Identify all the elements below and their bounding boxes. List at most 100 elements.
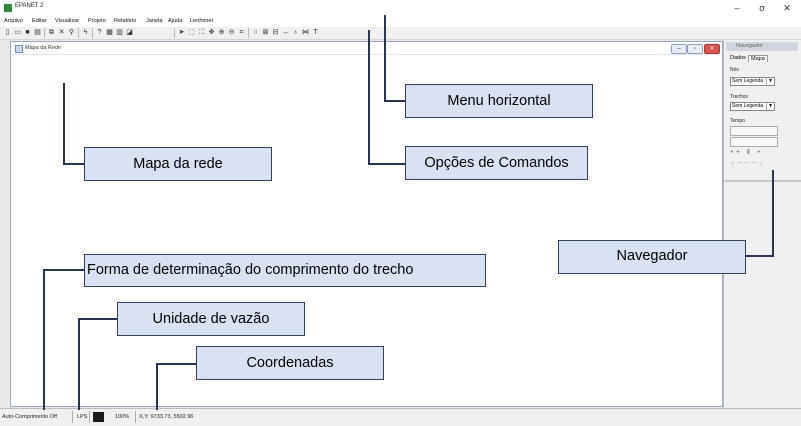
add-tank-icon[interactable]: ⊟: [272, 29, 279, 36]
flow-units-status: LPS: [77, 414, 88, 420]
callout-coordenadas: Coordenadas: [196, 346, 384, 380]
nos-legend-value: Sem Legenda: [732, 78, 764, 84]
save-icon[interactable]: ■: [25, 29, 30, 36]
chevron-down-icon[interactable]: ▼: [766, 103, 774, 110]
add-junction-icon[interactable]: ○: [253, 29, 258, 36]
menu-visualizar[interactable]: Visualizar: [55, 18, 80, 24]
leader-line-coordenadas: [156, 364, 158, 410]
toolbar-separator: [78, 28, 79, 38]
auto-length-status[interactable]: Auto-Comprimento Off: [2, 414, 57, 420]
graph-icon[interactable]: ▦: [106, 29, 113, 36]
zoom-out-icon[interactable]: ⊖: [228, 29, 235, 36]
status-bar: Auto-Comprimento Off LPS 100% X,Y: 9733.…: [0, 408, 801, 426]
panel-divider: [724, 180, 801, 182]
map-maximize-icon[interactable]: ▫: [687, 44, 703, 54]
map-minimize-icon[interactable]: –: [671, 44, 687, 54]
callout-menu-horizontal: Menu horizontal: [405, 84, 593, 118]
leader-line-navegador: [745, 255, 774, 257]
coordinates-status: X,Y: 9733.73, 5502.96: [139, 414, 194, 420]
map-window-icon: [15, 45, 23, 53]
copy-icon[interactable]: ⧉: [49, 29, 54, 36]
add-valve-icon[interactable]: ⋈: [302, 29, 309, 36]
map-close-icon[interactable]: ✕: [704, 44, 720, 54]
menu-editar[interactable]: Editar: [32, 18, 47, 24]
menu-ajuda[interactable]: Ajuda: [168, 18, 183, 24]
close-button[interactable]: ✕: [783, 3, 791, 13]
status-separator: [135, 411, 136, 423]
menu-arquivo[interactable]: Arquivo: [4, 18, 23, 24]
toolbar-separator: [174, 28, 175, 38]
trechos-label: Trechos: [730, 94, 748, 100]
leader-line-comandos: [368, 30, 370, 164]
browser-titlebar[interactable]: Navegador: [726, 42, 798, 51]
nos-legend-select[interactable]: Sem Legenda ▼: [730, 77, 775, 86]
leader-line-menu: [384, 100, 406, 102]
leader-line-navegador: [772, 170, 774, 256]
new-file-icon[interactable]: ▯: [5, 29, 10, 36]
leader-line-vazao: [78, 319, 80, 410]
animation-controls[interactable]: ◂◂ ▮ ▸: [730, 149, 764, 155]
leader-line-comprimento: [43, 270, 45, 410]
menu-lenhsnet[interactable]: Lenhsnet: [190, 18, 214, 24]
tab-dados[interactable]: Dados: [730, 55, 746, 61]
map-window-titlebar[interactable]: Mapa da Rede – ▫ ✕: [11, 42, 722, 55]
leader-line-comprimento: [43, 269, 85, 271]
toolbar-separator: [44, 28, 45, 38]
callout-navegador: Navegador: [558, 240, 746, 274]
menu-projeto[interactable]: Projeto: [88, 18, 106, 24]
toolbar: ▯ ▭ ■ ▤ ⧉ ✕ ⚲ ϟ ? ▦ ▥ ◪ ➤ ⬚ ⛶ ✥ ⊕ ⊖ ⌗ ○ …: [0, 27, 801, 40]
add-pump-icon[interactable]: ♁: [292, 29, 299, 36]
leader-line-coordenadas: [156, 363, 197, 365]
add-pipe-icon[interactable]: ↔: [282, 29, 289, 36]
open-folder-icon[interactable]: ▭: [14, 29, 21, 36]
leader-line-menu: [384, 15, 386, 101]
epanet-app-icon: [4, 4, 12, 12]
menu-bar: Arquivo Editar Visualizar Projeto Relató…: [0, 16, 801, 27]
title-bar: EPANET 2 – σ ✕: [0, 0, 801, 16]
nos-label: Nós: [730, 67, 739, 73]
browser-panel: Navegador Dados Mapa Nós Sem Legenda ▼ T…: [723, 40, 801, 408]
status-separator: [72, 411, 73, 423]
animation-speed-slider[interactable]: ┌───┐: [730, 160, 767, 166]
delete-icon[interactable]: ✕: [58, 29, 65, 36]
leader-line-vazao: [78, 318, 118, 320]
callout-unidade-vazao: Unidade de vazão: [117, 302, 305, 336]
time-select[interactable]: [730, 126, 778, 136]
run-analysis-icon[interactable]: ϟ: [83, 29, 88, 36]
maximize-button[interactable]: σ: [759, 3, 765, 13]
minimize-button[interactable]: –: [734, 3, 740, 13]
options-icon[interactable]: ◪: [126, 29, 133, 36]
trechos-legend-value: Sem Legenda: [732, 103, 764, 109]
find-icon[interactable]: ⚲: [68, 29, 75, 36]
add-reservoir-icon[interactable]: ⊠: [262, 29, 269, 36]
toolbar-separator: [248, 28, 249, 38]
query-icon[interactable]: ?: [97, 29, 102, 36]
tempo-label: Tempo: [730, 118, 746, 124]
leader-line-mapa: [63, 163, 85, 165]
pan-icon[interactable]: ✥: [208, 29, 215, 36]
status-separator: [89, 411, 90, 423]
browser-title: Navegador: [736, 43, 763, 49]
print-icon[interactable]: ▤: [34, 29, 41, 36]
offset-icon: [93, 412, 104, 422]
menu-relatorio[interactable]: Relatório: [114, 18, 137, 24]
chevron-down-icon[interactable]: ▼: [766, 78, 774, 85]
toolbar-separator: [92, 28, 93, 38]
callout-forma-comprimento: Forma de determinação do comprimento do …: [84, 254, 486, 287]
zoom-in-icon[interactable]: ⊕: [218, 29, 225, 36]
table-icon[interactable]: ▥: [116, 29, 123, 36]
trechos-legend-select[interactable]: Sem Legenda ▼: [730, 102, 775, 111]
select-pointer-icon[interactable]: ➤: [178, 29, 185, 36]
add-label-icon[interactable]: T: [313, 29, 318, 36]
select-region-icon[interactable]: ⛶: [199, 29, 204, 36]
window-title: EPANET 2: [15, 3, 44, 9]
full-extent-icon[interactable]: ⌗: [239, 29, 244, 36]
callout-opcoes-comandos: Opções de Comandos: [405, 146, 588, 180]
tab-mapa[interactable]: Mapa: [748, 55, 768, 62]
time-scrollbar[interactable]: [730, 137, 778, 147]
zoom-status: 100%: [115, 414, 130, 420]
leader-line-mapa: [63, 83, 65, 164]
menu-janela[interactable]: Janela: [146, 18, 163, 24]
callout-mapa-rede: Mapa da rede: [84, 147, 272, 181]
select-vertex-icon[interactable]: ⬚: [188, 29, 195, 36]
